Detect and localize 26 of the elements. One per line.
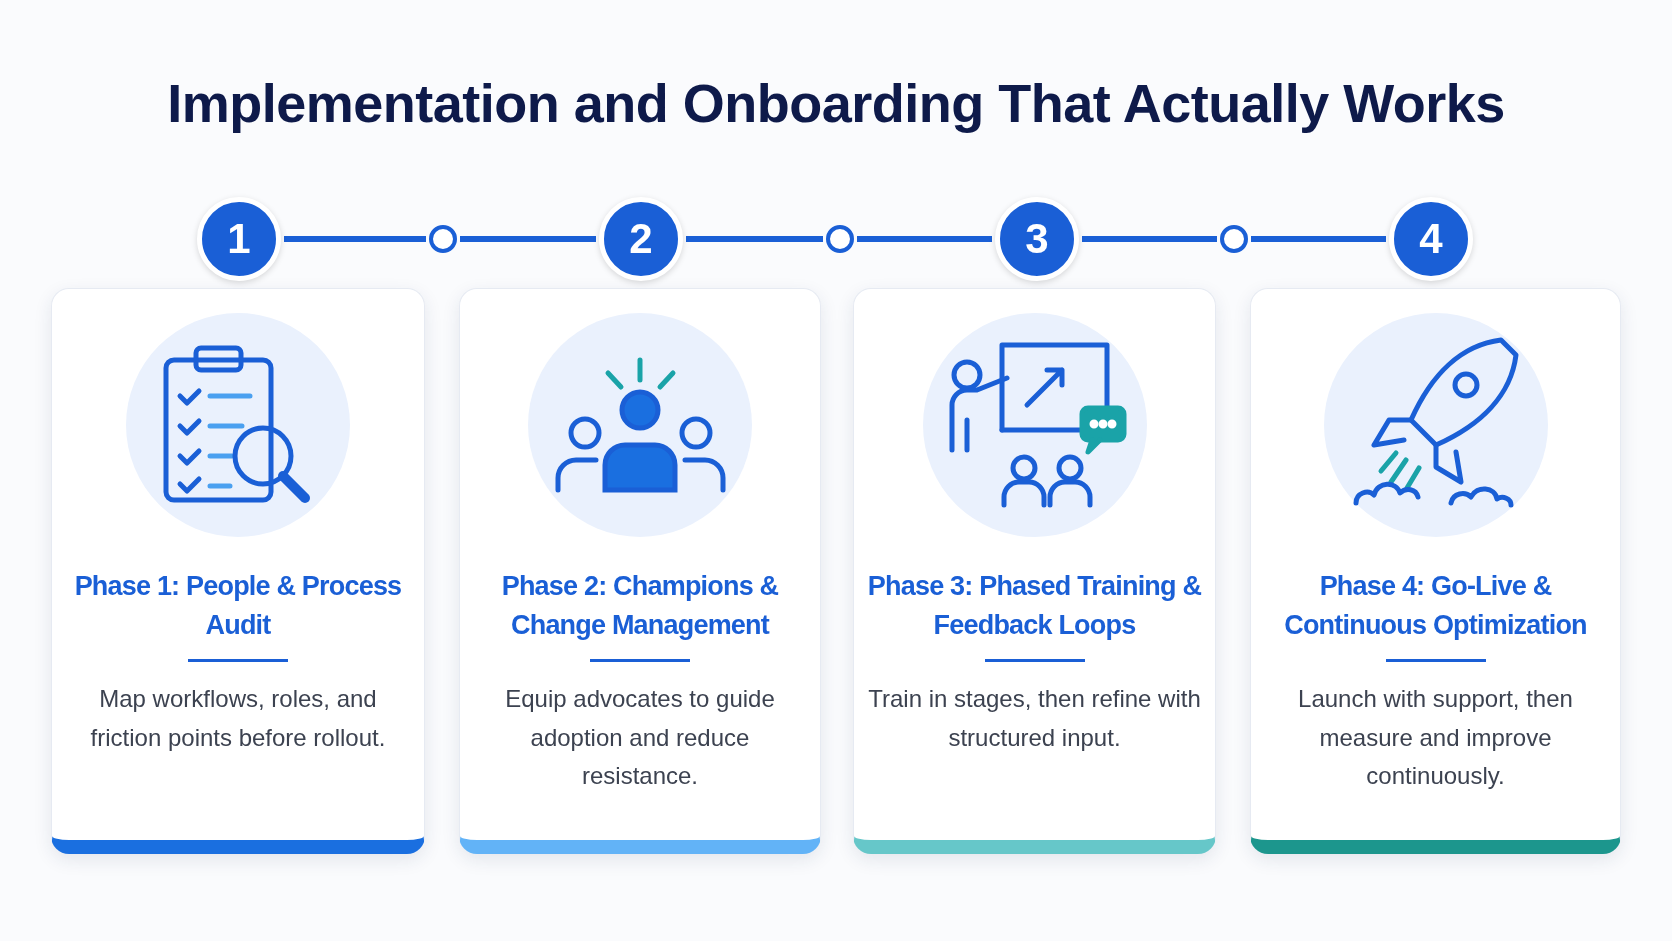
phase-heading: Phase 4: Go-Live & Continuous Optimization (1283, 570, 1588, 643)
timeline-line (1082, 236, 1217, 242)
phase-heading: Phase 2: Champions & Change Management (500, 570, 780, 643)
timeline-dot (1220, 225, 1248, 253)
timeline-line (284, 236, 426, 242)
timeline-line (460, 236, 596, 242)
step-number: 4 (1389, 197, 1473, 281)
timeline-line (857, 236, 992, 242)
phase-description: Map workflows, roles, and friction points before rollout. (89, 684, 387, 753)
timeline-dot (826, 225, 854, 253)
phase-description: Train in stages, then refine with structured input. (867, 684, 1202, 753)
phase-card (459, 288, 821, 854)
timeline-line (1251, 236, 1386, 242)
step-number: 1 (197, 197, 281, 281)
step-number: 3 (995, 197, 1079, 281)
timeline-dot (429, 225, 457, 253)
phase-card (51, 288, 425, 854)
phase-description: Equip advocates to guide adoption and reduce resistance. (504, 684, 776, 792)
phase-card (853, 288, 1216, 854)
title: Implementation and Onboarding That Actually Works (166, 72, 1506, 134)
timeline-line (686, 236, 823, 242)
phase-card (1250, 288, 1621, 854)
phase-heading: Phase 1: People & Process Audit (73, 570, 403, 643)
phase-description: Launch with support, then measure and improve continuously. (1297, 684, 1574, 792)
phase-heading: Phase 3: Phased Training & Feedback Loops (866, 570, 1203, 643)
step-number: 2 (599, 197, 683, 281)
